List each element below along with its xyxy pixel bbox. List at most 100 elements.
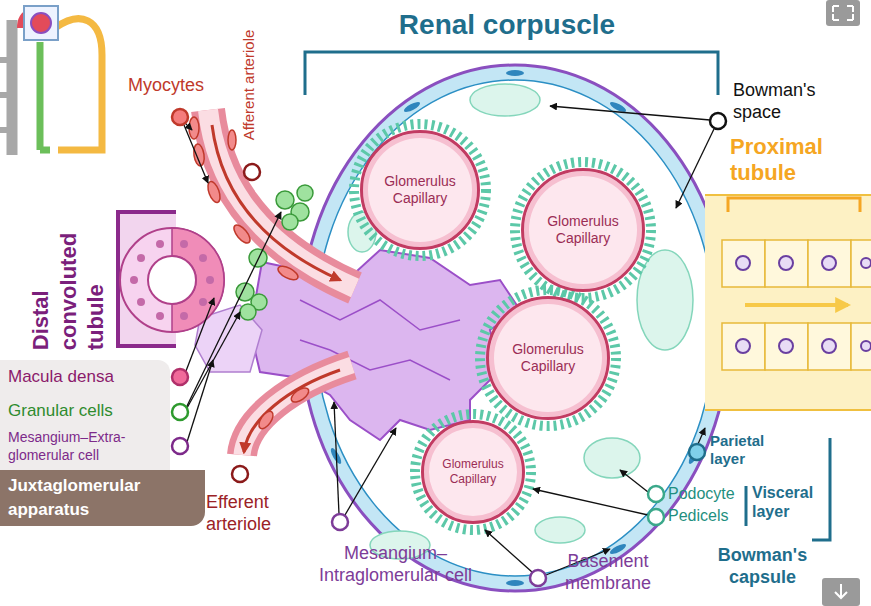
tubule-loop bbox=[55, 19, 102, 150]
nucleus bbox=[861, 258, 871, 268]
collecting-duct bbox=[7, 20, 18, 155]
myocyte bbox=[289, 385, 311, 405]
tubule-edge bbox=[705, 195, 871, 410]
nucleus bbox=[206, 276, 214, 284]
part-label: Afferent arteriole bbox=[240, 15, 258, 155]
nucleus bbox=[130, 276, 138, 284]
panel-ground: Macula densaGranular cellsMesangium–Extr… bbox=[0, 360, 170, 470]
callout-circle bbox=[648, 509, 664, 525]
thumbnail-box bbox=[24, 6, 58, 40]
part-label: Proximal tubule bbox=[730, 134, 865, 187]
proximal-tubule bbox=[705, 195, 871, 410]
nucleus bbox=[736, 256, 750, 270]
juxtaglomerular-panel: Macula densaGranular cellsMesangium–Extr… bbox=[0, 360, 205, 526]
nucleus bbox=[506, 70, 524, 76]
callout-circle bbox=[332, 514, 348, 530]
granular-cell bbox=[297, 185, 313, 201]
arteriole-wall bbox=[208, 110, 355, 288]
panel-heading: Juxtaglomerular apparatus bbox=[8, 474, 197, 522]
myocyte bbox=[206, 180, 223, 204]
blood-flow-arrow bbox=[244, 370, 340, 452]
nucleus bbox=[180, 240, 188, 248]
nucleus bbox=[779, 256, 793, 270]
myocyte bbox=[193, 143, 206, 166]
duct-branch bbox=[0, 60, 12, 130]
myocyte bbox=[231, 222, 253, 245]
capillary-label: Glomerulus Capillary bbox=[438, 457, 508, 487]
part-label: Efferent arteriole bbox=[206, 492, 306, 535]
tubule-lumen bbox=[148, 256, 196, 304]
leader-line bbox=[187, 312, 240, 408]
tubule-cell bbox=[808, 323, 851, 370]
nucleus bbox=[506, 580, 524, 586]
callout-circle bbox=[172, 404, 188, 420]
myocyte bbox=[228, 130, 236, 150]
panel-item: Granular cells bbox=[8, 394, 166, 428]
callout-circle bbox=[648, 486, 664, 502]
tubule-cell bbox=[722, 323, 765, 370]
podocyte-body bbox=[584, 438, 640, 478]
callout-circle bbox=[172, 369, 188, 385]
nucleus bbox=[199, 298, 207, 306]
tubule-cell bbox=[765, 323, 808, 370]
visceral-bracket bbox=[745, 486, 748, 526]
myocyte bbox=[256, 409, 276, 431]
nucleus bbox=[156, 312, 164, 320]
part-label: Podocyte bbox=[668, 484, 735, 503]
podocyte-body bbox=[637, 250, 693, 350]
loop-segment bbox=[40, 42, 50, 150]
part-label: Pedicels bbox=[668, 506, 728, 525]
part-label: Mesangium–Intraglomerular cell bbox=[298, 543, 493, 586]
distal-tubule bbox=[118, 212, 224, 346]
tubule-nuclei bbox=[736, 256, 871, 353]
nucleus bbox=[822, 256, 836, 270]
callout-circle bbox=[172, 109, 188, 125]
part-label: Myocytes bbox=[128, 75, 204, 97]
nephron-thumbnail bbox=[0, 6, 102, 155]
part-label: Bowman's space bbox=[733, 80, 833, 123]
leader-line bbox=[676, 129, 714, 208]
granular-cells bbox=[236, 185, 313, 320]
blood-flow-arrow bbox=[212, 125, 340, 280]
tubule-cell bbox=[851, 240, 871, 287]
nucleus bbox=[180, 312, 188, 320]
corner-icon bbox=[826, 0, 860, 26]
tubule-bracket bbox=[728, 198, 860, 212]
capillary-label: Glomerulus Capillary bbox=[542, 213, 624, 248]
callout-circle bbox=[530, 570, 546, 586]
panel-item: Mesangium–Extra-glomerular cell bbox=[8, 428, 166, 464]
nucleus bbox=[156, 240, 164, 248]
thumbnail-glomerulus bbox=[31, 13, 51, 33]
part-label: Basement membrane bbox=[552, 551, 664, 594]
granular-cell bbox=[240, 304, 256, 320]
podocyte-body bbox=[535, 517, 585, 543]
tubule-wall bbox=[705, 195, 871, 410]
capillary-circle: Glomerulus Capillary bbox=[521, 168, 645, 292]
tubule-cell bbox=[765, 240, 808, 287]
myocyte bbox=[276, 263, 300, 282]
capsule-bracket bbox=[812, 438, 830, 540]
pedicel-rings bbox=[354, 124, 651, 530]
leader-line bbox=[533, 489, 648, 515]
afferent-arteriole bbox=[208, 110, 355, 288]
leader-line bbox=[187, 360, 213, 442]
part-label: Visceral layer bbox=[752, 483, 827, 521]
leader-line bbox=[345, 428, 396, 515]
nucleus bbox=[861, 341, 871, 351]
callout-circles bbox=[172, 109, 726, 586]
callout-circle bbox=[172, 438, 188, 454]
leader-line bbox=[698, 428, 705, 444]
capillary-circle: Glomerulus Capillary bbox=[360, 130, 480, 250]
capillary-circle: Glomerulus Capillary bbox=[486, 296, 610, 420]
corner-icon-mark bbox=[835, 584, 847, 598]
part-label: Parietal layer bbox=[710, 432, 785, 468]
callout-circle bbox=[244, 164, 260, 180]
granular-cell bbox=[282, 214, 298, 230]
tubule-nuclei bbox=[130, 240, 214, 320]
leader-line bbox=[550, 106, 710, 120]
diagram-title: Renal corpuscle bbox=[347, 8, 667, 42]
callout-circle bbox=[689, 444, 705, 460]
nucleus bbox=[137, 254, 145, 262]
nucleus bbox=[779, 339, 793, 353]
panel-item: Macula densa bbox=[8, 360, 166, 394]
